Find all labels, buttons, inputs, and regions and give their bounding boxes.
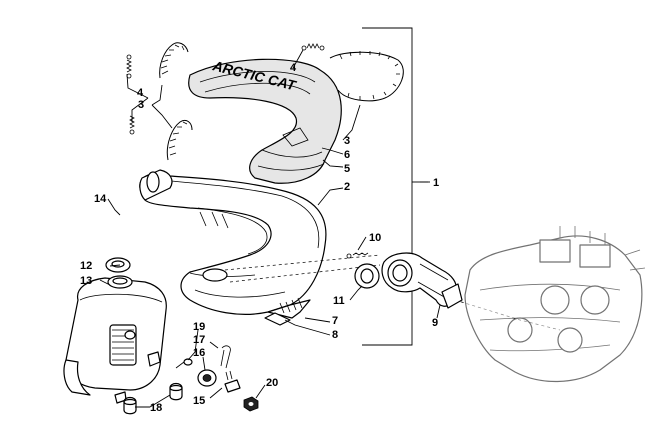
hold-down-chain-upper[interactable] — [159, 42, 189, 79]
callout-4-top: 4 — [290, 62, 297, 74]
retainer-clip[interactable] — [175, 358, 193, 369]
spring-manifold[interactable] — [346, 252, 369, 259]
spring-top[interactable] — [301, 43, 325, 51]
exhaust-seal[interactable] — [354, 263, 380, 289]
callout-5: 5 — [344, 163, 350, 175]
hold-down-chain-right[interactable] — [329, 51, 404, 102]
callout-9: 9 — [432, 317, 438, 329]
hold-down-chain-lower[interactable] — [166, 119, 193, 161]
callouts: 1 2 3 3 4 4 5 6 7 8 9 10 11 12 13 14 15 … — [80, 62, 439, 414]
lock-nut[interactable] — [243, 396, 259, 412]
rubber-mount-right[interactable] — [169, 382, 183, 401]
callout-19: 19 — [193, 321, 205, 333]
callout-7: 7 — [332, 315, 338, 327]
muffler[interactable] — [63, 275, 167, 404]
heat-shield[interactable]: ARCTIC CAT — [188, 57, 342, 184]
mounting-bolt[interactable] — [224, 370, 241, 393]
rubber-mount-left[interactable] — [123, 396, 137, 415]
callout-13: 13 — [80, 275, 92, 287]
alignment-line-2 — [229, 264, 381, 283]
callout-12: 12 — [80, 260, 92, 272]
callout-2: 2 — [344, 181, 350, 193]
callout-11: 11 — [333, 295, 345, 307]
callout-17: 17 — [193, 334, 205, 346]
callout-1: 1 — [433, 177, 439, 189]
callout-3-right: 3 — [344, 135, 350, 147]
callout-14: 14 — [94, 193, 107, 205]
alignment-line-1 — [224, 254, 381, 271]
callout-8: 8 — [332, 329, 338, 341]
cotter-pin[interactable] — [220, 345, 231, 369]
callout-6: 6 — [344, 149, 350, 161]
expansion-chamber[interactable] — [139, 169, 327, 326]
spring-upper-left[interactable] — [126, 54, 132, 79]
callout-4-left: 4 — [137, 87, 144, 99]
callout-3-left: 3 — [138, 99, 144, 111]
callout-20: 20 — [266, 377, 278, 389]
leader-lines — [99, 49, 441, 408]
spring-lower-left[interactable] — [129, 115, 135, 135]
mount-grommet[interactable] — [197, 369, 217, 387]
exhaust-manifold[interactable] — [381, 252, 463, 309]
callout-15: 15 — [193, 395, 205, 407]
callout-18: 18 — [150, 402, 162, 414]
callout-10: 10 — [369, 232, 381, 244]
callout-16: 16 — [193, 347, 205, 359]
engine-block — [464, 226, 646, 383]
